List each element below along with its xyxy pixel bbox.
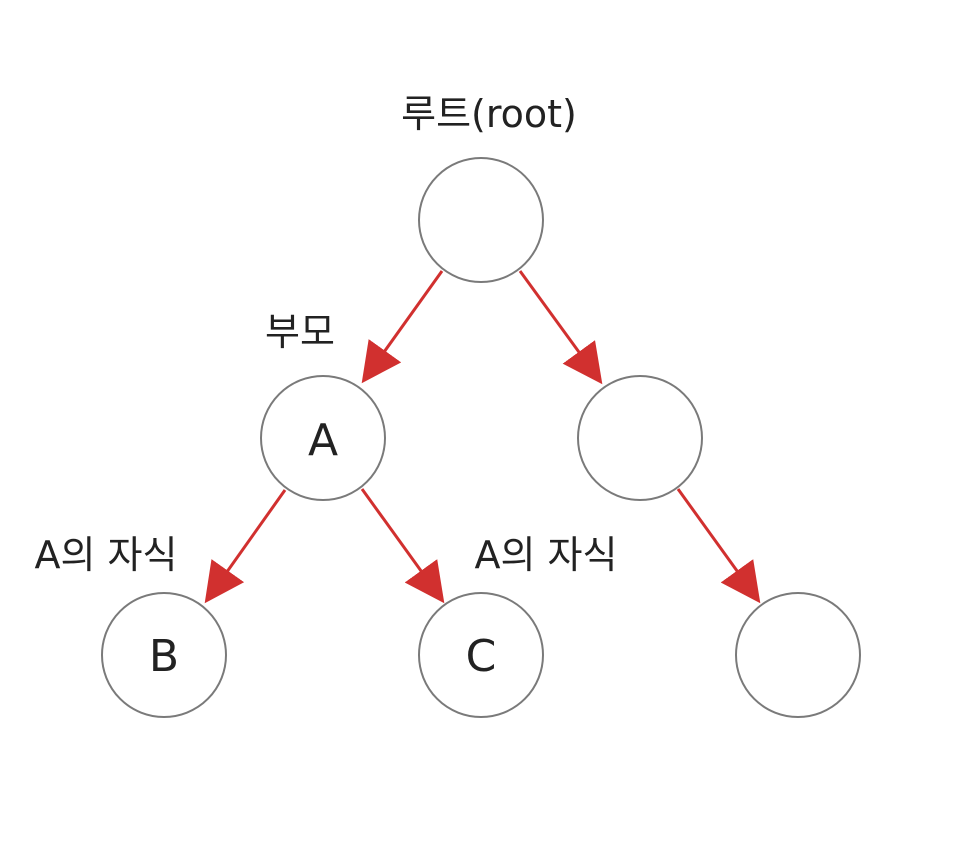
node-a: A [260,375,386,501]
node-c: C [418,592,544,718]
edge-root-to-right [518,270,603,385]
child-c-annotation: A의 자식 [475,533,618,577]
parent-annotation: 부모 [265,310,335,354]
node-right-child [735,592,861,718]
node-b: B [101,592,227,718]
node-c-label: C [466,631,497,682]
child-b-annotation: A의 자식 [35,533,178,577]
edge-a-to-b [204,489,287,604]
node-right [577,375,703,501]
root-annotation: 루트(root) [401,92,577,136]
edge-right-to-right-child [676,488,761,604]
edge-root-to-a [361,270,444,384]
node-root [418,157,544,283]
node-a-label: A [308,415,338,466]
node-b-label: B [149,631,179,682]
edge-a-to-c [360,488,445,604]
